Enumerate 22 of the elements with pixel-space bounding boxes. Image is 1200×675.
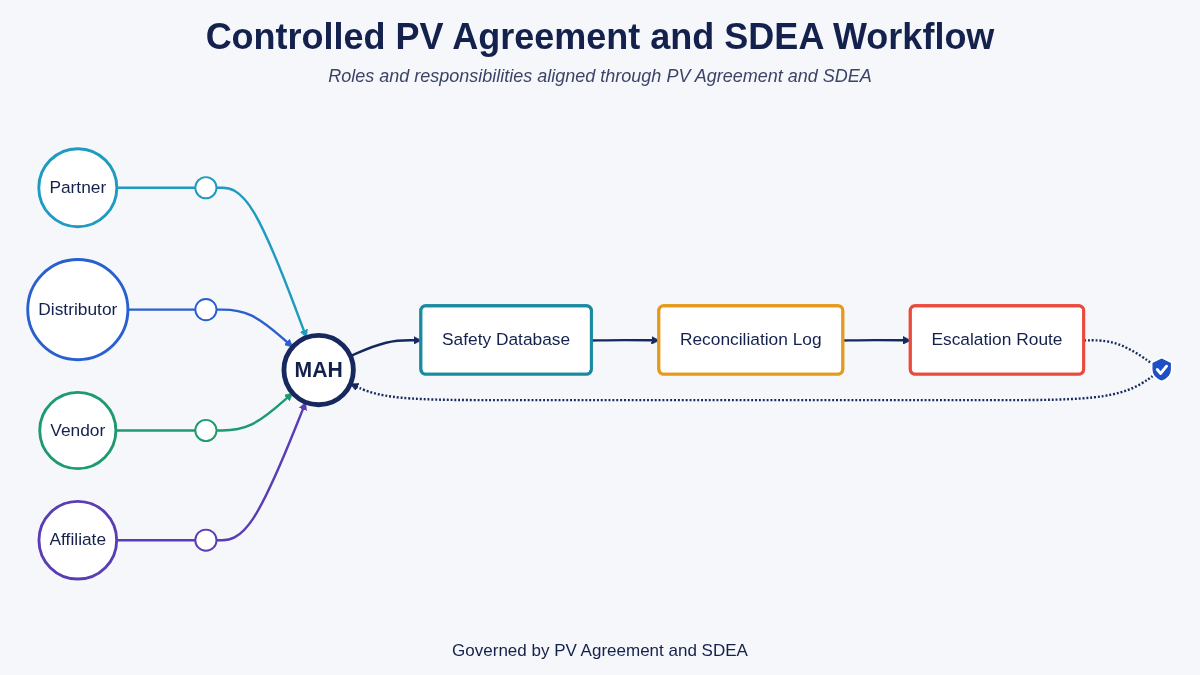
node-picture: [1150, 356, 1173, 383]
arrow: [216, 308, 293, 348]
arrow: [216, 402, 307, 542]
connector: [116, 186, 196, 190]
connector: [1084, 339, 1154, 366]
node-circle: Affiliate: [37, 500, 119, 581]
arrow: [350, 375, 1154, 402]
node-circle: Partner: [37, 147, 119, 229]
connector: [116, 539, 196, 542]
node-circle: [194, 528, 218, 552]
subtitle-text: Roles and responsibilities aligned through PV Agreement and SDEA: [327, 66, 873, 87]
node-circle: Vendor: [38, 391, 118, 471]
connector: [115, 429, 196, 432]
node-circle: [194, 298, 218, 322]
caption-text: Governed by PV Agreement and SDEA: [451, 641, 749, 661]
connector: [127, 308, 196, 311]
node-circle: [194, 176, 218, 200]
node-circle: MAH: [281, 333, 356, 408]
node-circle: [194, 419, 218, 443]
node-circle: Distributor: [26, 258, 130, 362]
diagram-title: Controlled PV Agreement and SDEA Workflow: [204, 16, 996, 58]
arrow: [216, 392, 293, 432]
